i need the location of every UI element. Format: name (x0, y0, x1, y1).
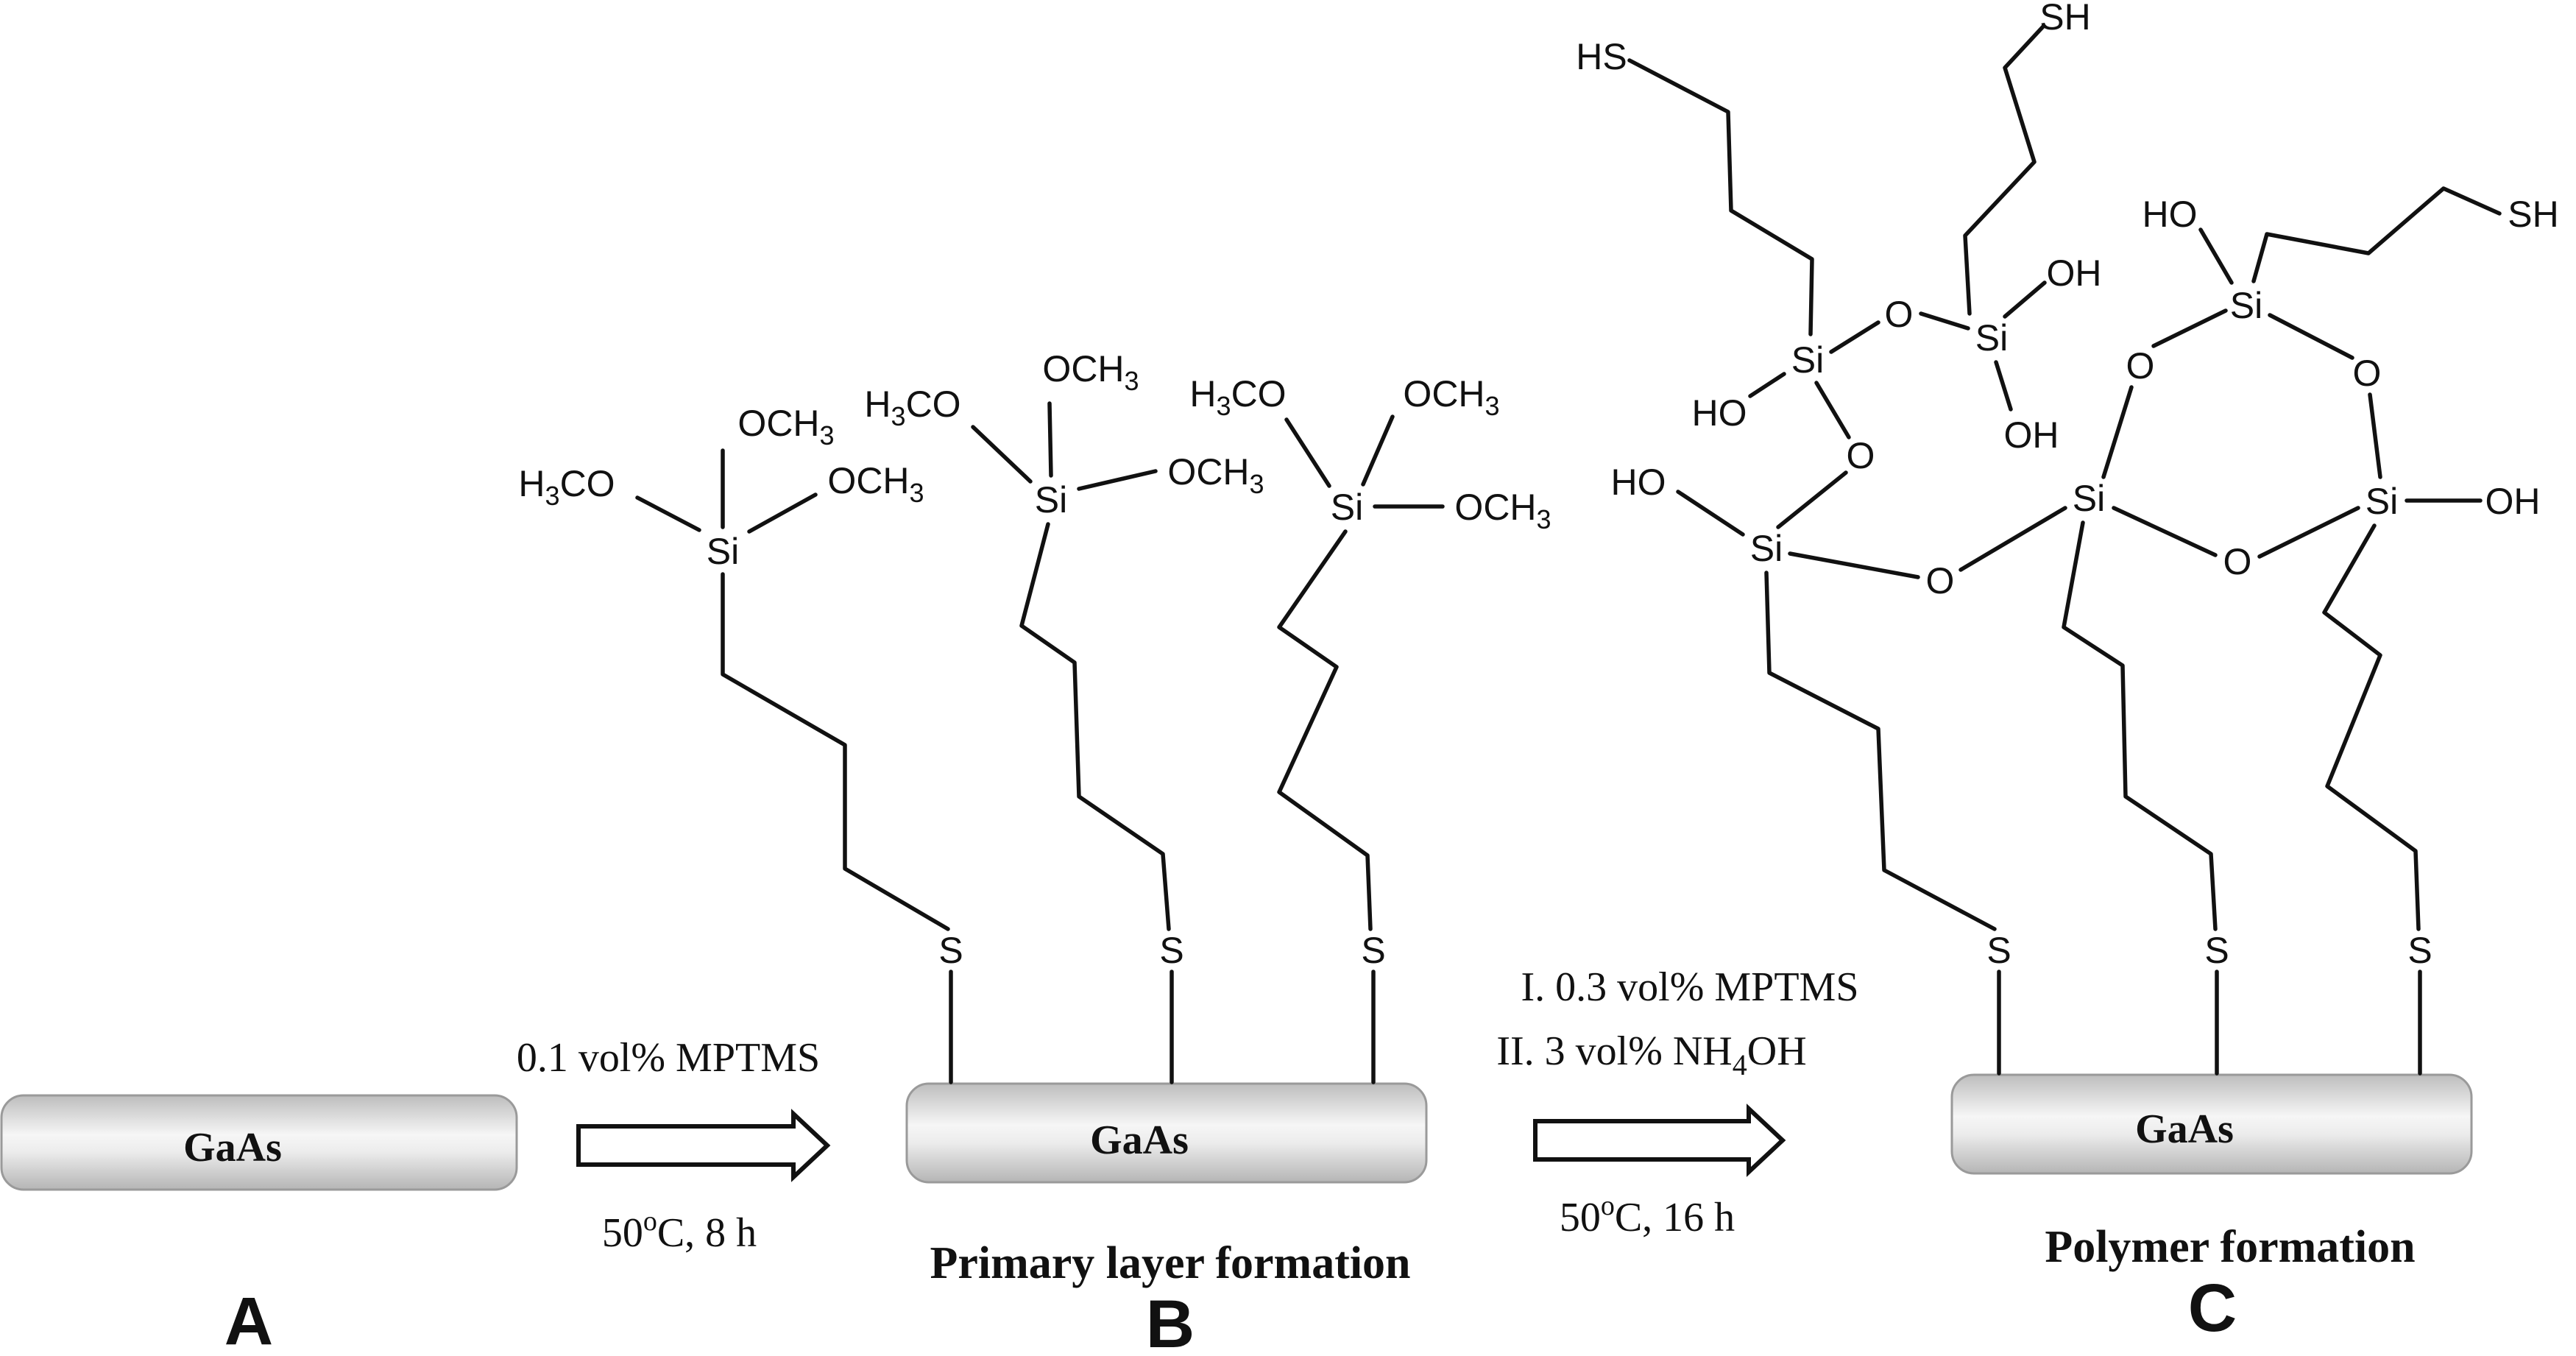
c-bond-oh-upper-mid-2 (1994, 360, 2013, 412)
mptms-b2-och3-0: OCH3 (1042, 348, 1139, 396)
panel-letter-a: A (224, 1284, 273, 1356)
gaas-wafer-c (1950, 1073, 2473, 1175)
wafer-label-a: GaAs (183, 1125, 282, 1170)
c-bond-ho-top-right (2198, 227, 2234, 285)
c-si-upper-mid: Si (1975, 317, 2008, 359)
mptms-b3-och3-2: OCH3 (1454, 487, 1551, 534)
c-ho-left: HO (1611, 462, 1666, 503)
c-bond-si-o-5 (2268, 313, 2354, 360)
step2-line-1: I. 0.3 vol% MPTMS (1521, 964, 1859, 1010)
c-bond-si-o-6 (2112, 506, 2218, 557)
mptms-b3-s-atom: S (1361, 930, 1385, 971)
mptms-b3-methoxy-bond-0 (1361, 414, 1395, 487)
step1-conditions: 50oC, 8 h (602, 1206, 757, 1256)
mptms-b3-si-atom: Si (1331, 487, 1363, 528)
step2-conditions: 50oC, 16 h (1560, 1190, 1735, 1240)
panel-a: GaAs A (0, 1094, 518, 1356)
mptms-b1-propyl-chain (721, 572, 950, 931)
gaas-wafer-a (0, 1094, 518, 1191)
c-bond-o-si-4 (2151, 308, 2228, 348)
c-bond-o-si-6 (2257, 506, 2360, 559)
c-bond-o-si-3 (1919, 311, 1970, 331)
c-o-bridge-1: O (1926, 560, 1955, 601)
mptms-b2-och3-2: OCH3 (1167, 451, 1264, 499)
mptms-b2-methoxy-bond-2 (1077, 469, 1158, 491)
mptms-b3-methoxy-bond-1 (1284, 417, 1331, 488)
c-sh-top-right: SH (2508, 194, 2558, 235)
reaction-step-1: 0.1 vol% MPTMS 50oC, 8 h (517, 1035, 831, 1256)
wafer-label-c: GaAs (2135, 1106, 2234, 1152)
c-si-mid: Si (2073, 478, 2105, 519)
mptms-b1-methoxy-bond-1 (635, 495, 701, 532)
mptms-b2-s-atom: S (1159, 930, 1183, 971)
c-si-left: Si (1750, 528, 1783, 569)
c-o-bridge-6: O (2223, 541, 2252, 582)
c-ho-top-right: HO (2142, 194, 2198, 235)
mptms-b3-propyl-chain (1277, 529, 1373, 931)
c-bond-si-o-3 (1829, 320, 1880, 354)
panel-letter-c: C (2188, 1271, 2237, 1346)
mptms-b3-h3co-1: H3CO (1189, 373, 1286, 421)
c-oh-upper-mid-2: OH (2004, 414, 2059, 456)
c-bond-ho-left (1676, 490, 1745, 537)
c-hs-top-left: HS (1576, 36, 1627, 77)
c-bond-o-si-2 (1814, 381, 1851, 439)
c-propyl-chain-3 (2322, 523, 2421, 931)
c-propyl-chain-top-left (1627, 58, 1814, 336)
mptms-b1-si-atom: Si (707, 531, 739, 572)
c-o-bridge-5: O (2353, 353, 2382, 394)
c-bond-ho-upper-left (1748, 372, 1786, 398)
c-propyl-chain-1 (1764, 571, 1997, 931)
primary-layer-caption: Primary layer formation (930, 1238, 1410, 1288)
mptms-b2-propyl-chain (1019, 522, 1171, 931)
c-sh-top-mid: SH (2039, 0, 2090, 38)
step2-line-2: II. 3 vol% NH4OH (1496, 1028, 1806, 1081)
c-o-bridge-2: O (1847, 435, 1875, 476)
c-s-atom-2: S (2204, 930, 2229, 971)
c-bond-o-si-1 (1958, 506, 2067, 572)
c-si-top-right: Si (2230, 285, 2262, 326)
reaction-arrow-2 (1533, 1103, 1786, 1177)
step1-reagent: 0.1 vol% MPTMS (517, 1035, 820, 1081)
c-bond-oh-upper-mid-1 (2003, 280, 2047, 319)
panel-letter-b: B (1146, 1287, 1195, 1356)
c-ho-upper-left: HO (1692, 392, 1747, 434)
c-si-upper-left: Si (1791, 339, 1824, 381)
c-propyl-chain-top-mid (1963, 24, 2045, 316)
c-bond-si-o-2 (1776, 470, 1848, 529)
mptms-b1-h3co-1: H3CO (518, 463, 615, 511)
mptms-b1-och3-0: OCH3 (737, 403, 834, 451)
reaction-step-2: I. 0.3 vol% MPTMS II. 3 vol% NH4OH 50oC, 1… (1496, 964, 1858, 1240)
c-o-bridge-3: O (1885, 294, 1914, 335)
c-propyl-chain-top-right (2251, 186, 2502, 283)
wafer-label-b: GaAs (1090, 1117, 1189, 1163)
mptms-b1-methoxy-bond-2 (747, 492, 818, 534)
c-oh-right: OH (2485, 481, 2541, 522)
c-si-right: Si (2366, 481, 2398, 522)
c-propyl-chain-2 (2062, 520, 2218, 931)
c-o-bridge-4: O (2126, 345, 2155, 386)
mptms-b2-methoxy-bond-0 (1047, 401, 1053, 478)
c-bond-si-o-1 (1788, 551, 1920, 579)
c-bond-si-o-4 (2101, 385, 2134, 479)
c-oh-upper-mid-1: OH (2047, 253, 2102, 294)
mptms-b2-si-atom: Si (1035, 479, 1067, 520)
c-bond-o-si-5 (2368, 392, 2382, 479)
c-s-atom-3: S (2407, 930, 2432, 971)
gaas-wafer-b (905, 1082, 1428, 1184)
mptms-b1-och3-2: OCH3 (827, 460, 924, 508)
mptms-b3-och3-0: OCH3 (1403, 373, 1499, 421)
reaction-arrow-1 (576, 1109, 831, 1182)
c-s-atom-1: S (1986, 930, 2011, 971)
polymer-caption: Polymer formation (2045, 1222, 2415, 1272)
mptms-b2-methoxy-bond-1 (971, 425, 1033, 484)
mptms-b2-h3co-1: H3CO (864, 384, 960, 431)
mptms-b1-s-atom: S (938, 930, 963, 971)
